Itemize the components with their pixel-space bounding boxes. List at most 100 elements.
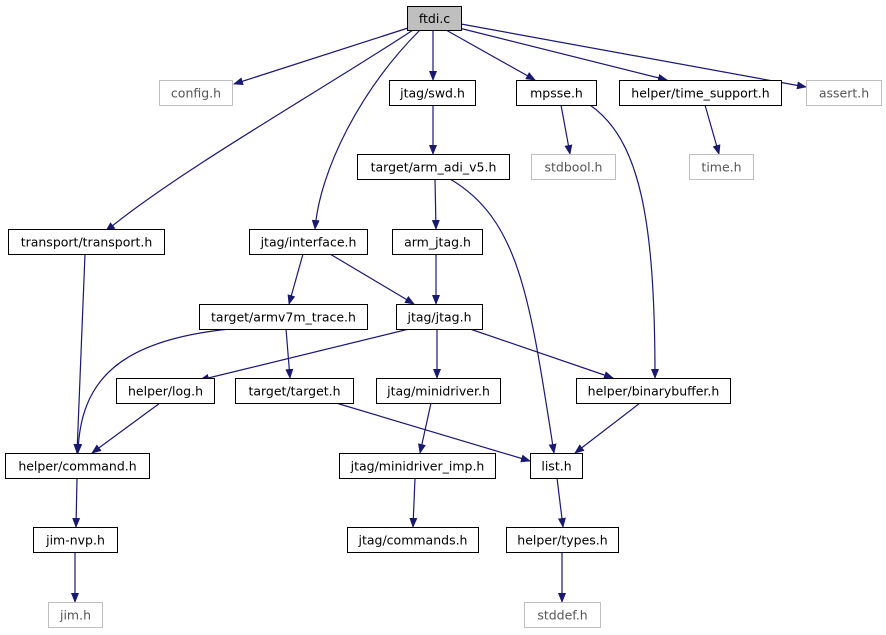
- node-box: [8, 229, 165, 255]
- node-label: helper/time_support.h: [631, 86, 769, 101]
- node-box: [33, 527, 118, 553]
- node-target-armv7m-trace-h[interactable]: target/armv7m_trace.h: [199, 304, 368, 330]
- node-helper-log-h[interactable]: helper/log.h: [116, 378, 215, 404]
- node-jim-h: jim.h: [48, 602, 103, 628]
- node-label: stddef.h: [537, 608, 587, 623]
- edge-target-arm-adi-v5-h-to-arm-jtag-h: [431, 178, 440, 230]
- node-label: jim-nvp.h: [45, 533, 105, 548]
- node-jim-nvp-h[interactable]: jim-nvp.h: [33, 527, 118, 553]
- node-label: jtag/minidriver.h: [386, 384, 490, 399]
- node-box: [530, 453, 583, 479]
- node-box: [235, 378, 354, 404]
- node-label: ftdi.c: [419, 11, 450, 26]
- node-label: target/target.h: [248, 384, 340, 399]
- node-config-h: config.h: [159, 80, 233, 106]
- node-label: helper/binarybuffer.h: [588, 384, 720, 399]
- node-helper-time-support-h[interactable]: helper/time_support.h: [619, 80, 782, 106]
- node-helper-types-h[interactable]: helper/types.h: [506, 527, 619, 553]
- node-box: [516, 80, 597, 106]
- edge-jtag-jtag-h-to-helper-binarybuffer-h: [469, 328, 614, 379]
- node-arm-jtag-h[interactable]: arm_jtag.h: [392, 229, 483, 255]
- node-box: [159, 80, 233, 106]
- node-box: [249, 229, 368, 255]
- node-box: [389, 80, 476, 106]
- edge-ftdi-c-to-helper-time-support-h: [458, 27, 668, 82]
- node-label: target/armv7m_trace.h: [211, 310, 356, 325]
- node-box: [407, 6, 462, 31]
- node-stddef-h: stddef.h: [524, 602, 601, 628]
- node-label: jim.h: [59, 608, 91, 623]
- node-box: [396, 304, 483, 330]
- edge-list-h-to-helper-types-h: [556, 477, 566, 528]
- node-jtag-jtag-h[interactable]: jtag/jtag.h: [396, 304, 483, 330]
- nodes-layer: ftdi.c config.h jtag/swd.h mpsse.h helper/ti…: [5, 6, 882, 628]
- edge-jtag-interface-h-to-target-armv7m-trace-h: [287, 253, 304, 305]
- node-time-h: time.h: [689, 154, 754, 180]
- node-box: [357, 154, 510, 180]
- node-transport-transport-h[interactable]: transport/transport.h: [8, 229, 165, 255]
- edge-ftdi-c-to-assert-h: [460, 23, 807, 90]
- edge-ftdi-c-to-jtag-interface-h: [311, 29, 421, 230]
- node-helper-command-h[interactable]: helper/command.h: [5, 453, 150, 479]
- node-box: [524, 602, 601, 628]
- edge-transport-transport-h-to-helper-command-h: [73, 253, 86, 454]
- node-label: jtag/commands.h: [358, 533, 468, 548]
- node-label: jtag/jtag.h: [406, 310, 471, 325]
- node-box: [48, 602, 103, 628]
- node-box: [339, 453, 496, 479]
- node-ftdi-c[interactable]: ftdi.c: [407, 6, 462, 31]
- node-label: time.h: [701, 160, 741, 175]
- node-mpsse-h[interactable]: mpsse.h: [516, 80, 597, 106]
- node-box: [392, 229, 483, 255]
- edge-helper-log-h-to-helper-command-h: [91, 402, 161, 454]
- node-jtag-minidriver-h[interactable]: jtag/minidriver.h: [376, 378, 501, 404]
- node-box: [506, 527, 619, 553]
- node-box: [5, 453, 150, 479]
- node-label: assert.h: [819, 86, 869, 101]
- node-jtag-minidriver-imp-h[interactable]: jtag/minidriver_imp.h: [339, 453, 496, 479]
- edges-layer: [71, 23, 807, 603]
- node-jtag-swd-h[interactable]: jtag/swd.h: [389, 80, 476, 106]
- node-label: transport/transport.h: [21, 235, 153, 250]
- node-label: stdbool.h: [545, 160, 603, 175]
- edge-jtag-minidriver-h-to-jtag-minidriver-imp-h: [418, 402, 432, 454]
- node-assert-h: assert.h: [806, 80, 882, 106]
- node-jtag-commands-h[interactable]: jtag/commands.h: [347, 527, 479, 553]
- node-box: [619, 80, 782, 106]
- edge-helper-binarybuffer-h-to-list-h: [574, 402, 641, 454]
- node-target-arm-adi-v5-h[interactable]: target/arm_adi_v5.h: [357, 154, 510, 180]
- edge-helper-time-support-h-to-time-h: [704, 104, 721, 155]
- node-helper-binarybuffer-h[interactable]: helper/binarybuffer.h: [576, 378, 731, 404]
- node-box: [806, 80, 882, 106]
- edge-jtag-jtag-h-to-helper-log-h: [199, 328, 410, 382]
- node-label: target/arm_adi_v5.h: [371, 160, 497, 175]
- edge-target-armv7m-trace-h-to-target-target-h: [285, 328, 294, 379]
- edge-ftdi-c-to-transport-transport-h: [105, 29, 414, 232]
- node-label: config.h: [171, 86, 221, 101]
- node-list-h[interactable]: list.h: [530, 453, 583, 479]
- node-label: helper/log.h: [128, 384, 203, 399]
- node-label: helper/types.h: [517, 533, 607, 548]
- node-label: list.h: [541, 459, 571, 474]
- node-label: arm_jtag.h: [404, 235, 471, 250]
- edge-ftdi-c-to-config-h: [233, 27, 409, 86]
- node-target-target-h[interactable]: target/target.h: [235, 378, 354, 404]
- node-box: [689, 154, 754, 180]
- node-jtag-interface-h[interactable]: jtag/interface.h: [249, 229, 368, 255]
- node-label: helper/command.h: [18, 459, 136, 474]
- node-label: jtag/swd.h: [399, 86, 465, 101]
- edge-target-arm-adi-v5-h-to-list-h: [449, 178, 557, 454]
- node-box: [576, 378, 731, 404]
- edge-jtag-minidriver-imp-h-to-jtag-commands-h: [409, 477, 418, 528]
- edge-target-armv7m-trace-h-to-helper-command-h: [74, 328, 231, 454]
- edge-helper-command-h-to-jim-nvp-h: [72, 477, 81, 528]
- edge-jtag-interface-h-to-jtag-jtag-h: [329, 253, 415, 305]
- node-box: [531, 154, 616, 180]
- node-label: jtag/interface.h: [260, 235, 357, 250]
- node-box: [199, 304, 368, 330]
- node-box: [116, 378, 215, 404]
- node-box: [376, 378, 501, 404]
- node-stdbool-h: stdbool.h: [531, 154, 616, 180]
- node-label: jtag/minidriver_imp.h: [350, 459, 485, 474]
